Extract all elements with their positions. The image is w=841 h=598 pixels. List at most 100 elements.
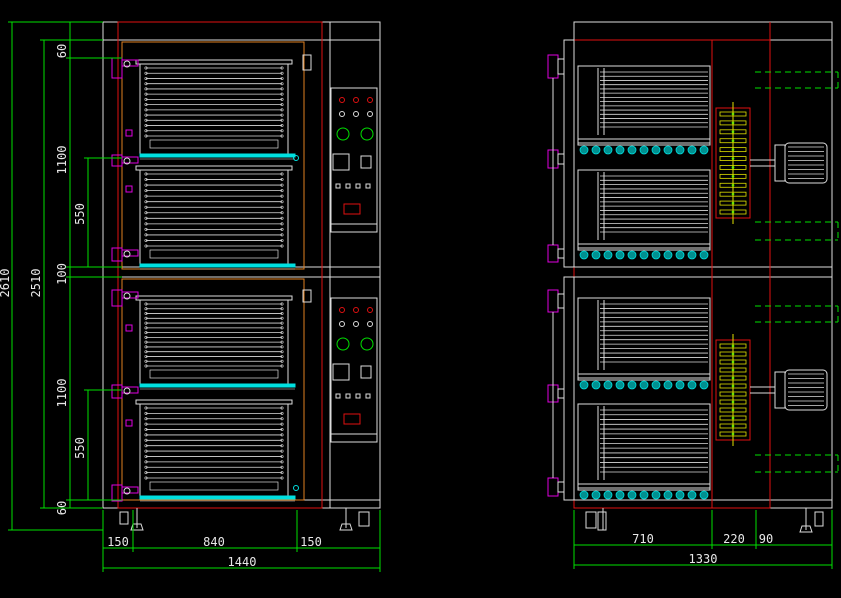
panel-button: [355, 393, 361, 399]
side-base: [577, 373, 711, 379]
dim-top-gap: 60: [55, 44, 69, 58]
tray-end: [280, 350, 284, 354]
tray-end: [280, 449, 284, 453]
tray-end: [280, 108, 284, 112]
switch-box: [360, 155, 372, 169]
tray-end: [280, 476, 284, 480]
indicator-lamp: [367, 321, 373, 327]
tray-end: [144, 331, 148, 335]
tray-end: [280, 354, 284, 358]
tray-end: [280, 316, 284, 320]
tray-end: [280, 465, 284, 469]
tray-end: [280, 364, 284, 368]
dim-middle-gap: 100: [55, 263, 69, 285]
tray-end: [144, 364, 148, 368]
tray-end: [144, 66, 148, 70]
side-dimension-lines: [573, 510, 833, 569]
tray-end: [144, 433, 148, 437]
tray-end: [144, 200, 148, 204]
tray-end: [144, 417, 148, 421]
latch: [125, 419, 133, 427]
tray-end: [144, 211, 148, 215]
tray-end: [144, 428, 148, 432]
front-feet: [119, 508, 370, 531]
tray-end: [280, 460, 284, 464]
panel-button: [365, 393, 371, 399]
hinge-arm: [121, 486, 139, 494]
indicator-lamp: [367, 97, 373, 103]
side-hinge-block: [557, 293, 565, 309]
conveyor-roller: [699, 380, 709, 390]
tray-end: [144, 422, 148, 426]
hinge-pin: [123, 250, 131, 258]
conveyor-roller: [639, 145, 649, 155]
tray-end: [280, 307, 284, 311]
dim-overall-width: 1440: [228, 555, 257, 569]
tray-end: [144, 406, 148, 410]
side-tray-chambers: [577, 65, 711, 500]
tray-end: [280, 129, 284, 133]
tray-end: [144, 471, 148, 475]
front-door-hinges: [111, 54, 312, 502]
hinge-arm: [121, 59, 139, 67]
tray-end: [280, 411, 284, 415]
tray-end: [144, 321, 148, 325]
indicator-lamp: [353, 111, 359, 117]
switch-box: [360, 365, 372, 379]
tray-end: [280, 428, 284, 432]
tray-end: [280, 422, 284, 426]
tray-end: [144, 76, 148, 80]
tray-end: [280, 211, 284, 215]
tray-end: [280, 200, 284, 204]
conveyor-roller: [627, 250, 637, 260]
side-base: [577, 483, 711, 489]
tray-end: [280, 92, 284, 96]
tray-end: [280, 438, 284, 442]
tray-end: [144, 183, 148, 187]
tray-end: [144, 227, 148, 231]
hinge-pin: [123, 60, 131, 68]
conveyor-roller: [663, 250, 673, 260]
hinge: [111, 289, 139, 307]
tray-end: [144, 307, 148, 311]
tray-end: [280, 71, 284, 75]
tray-end: [280, 321, 284, 325]
tray-end: [144, 244, 148, 248]
side-chamber: [577, 65, 711, 155]
tray-end: [144, 335, 148, 339]
power-switch: [343, 413, 361, 425]
front-view: 60 1100 550 100 2510 2610 1100 550 60 15…: [0, 21, 381, 572]
tray-end: [144, 345, 148, 349]
timer-display: [332, 363, 350, 381]
conveyor-roller: [579, 490, 589, 500]
hinge: [111, 484, 139, 502]
cyan-rail: [139, 383, 296, 388]
indicator-lamp: [367, 111, 373, 117]
tray-end: [280, 331, 284, 335]
tray-end: [144, 97, 148, 101]
tray-end: [280, 222, 284, 226]
conveyor-roller: [591, 380, 601, 390]
side-hinge-block: [557, 248, 565, 259]
tray-end: [144, 233, 148, 237]
conveyor-roller: [699, 145, 709, 155]
side-chamber-box: [577, 65, 711, 146]
panel-button: [335, 393, 341, 399]
drive-unit: [715, 102, 828, 224]
tray-end: [144, 460, 148, 464]
tray-end: [280, 178, 284, 182]
tray-end: [144, 82, 148, 86]
tray-end: [144, 178, 148, 182]
tray-end: [280, 340, 284, 344]
conveyor-roller: [615, 490, 625, 500]
cyan-rail: [139, 263, 296, 268]
indicator-lamp: [339, 111, 345, 117]
side-view: 710 220 90 1330: [547, 21, 839, 569]
dim-motor-depth: 90: [759, 532, 773, 546]
tray-end: [144, 350, 148, 354]
panel-button: [335, 183, 341, 189]
panel-button: [355, 183, 361, 189]
conveyor-roller: [639, 250, 649, 260]
tray-end: [144, 312, 148, 316]
conveyor-roller: [627, 145, 637, 155]
